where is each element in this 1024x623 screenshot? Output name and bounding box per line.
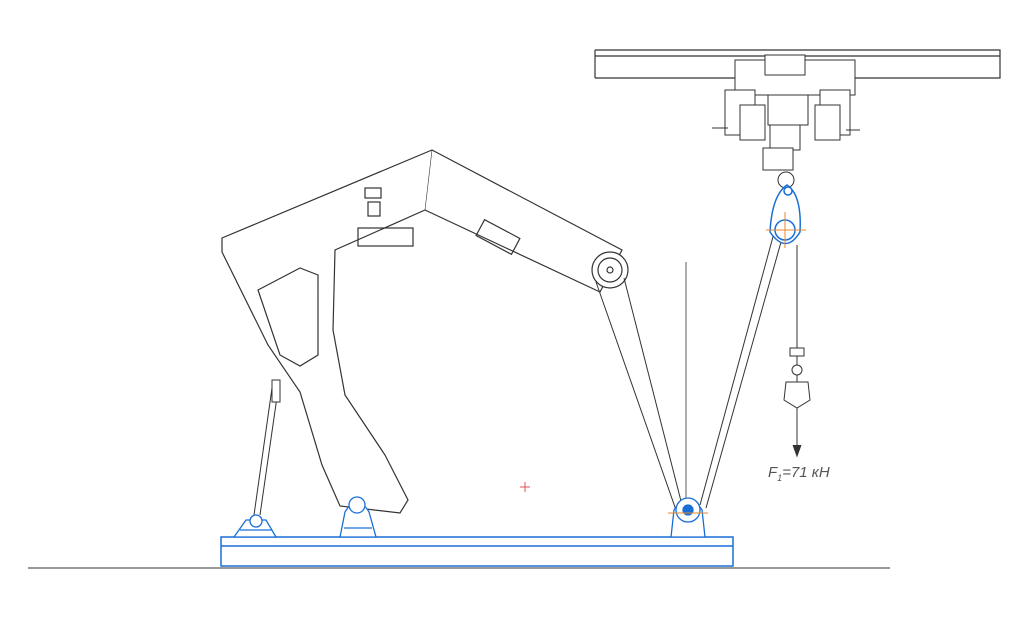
deflection-pulley-support: [668, 497, 708, 538]
force-label: F1=71 кН: [768, 464, 830, 483]
hoist-trolley: [712, 54, 860, 189]
hoist-rope: [595, 221, 784, 511]
force-subscript: 1: [777, 473, 783, 483]
base-rail: [220, 536, 734, 567]
support-brace: [253, 379, 281, 516]
boom-pivot-support: [339, 496, 377, 538]
crane-boom: [221, 149, 623, 514]
force-value: =71 кН: [782, 464, 830, 481]
hook-block: [766, 184, 806, 248]
boom-pulley: [591, 251, 629, 289]
force-symbol: F: [768, 464, 778, 481]
load-line: [783, 245, 811, 458]
rear-support: [232, 514, 278, 538]
center-marker: [520, 482, 530, 492]
